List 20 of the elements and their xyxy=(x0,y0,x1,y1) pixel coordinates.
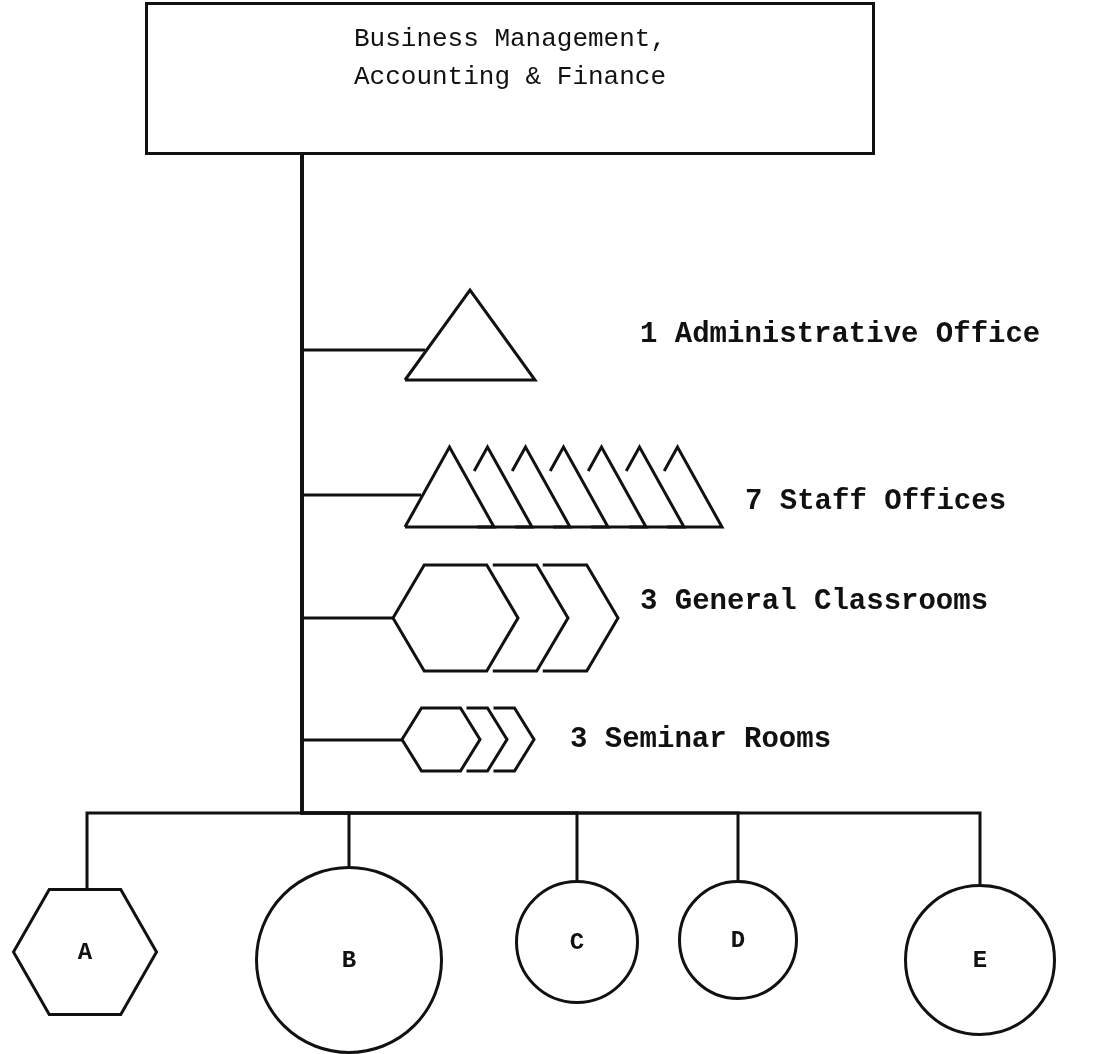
node-label: C xyxy=(569,928,585,956)
circle-node xyxy=(678,880,798,1000)
department-box xyxy=(145,2,875,155)
node-label: E xyxy=(972,946,988,974)
node-label: Business Management, Accounting & Finance xyxy=(352,22,668,94)
hexagon-stack xyxy=(393,565,618,671)
hexagon-node xyxy=(12,888,158,1016)
triangle-symbol xyxy=(405,290,535,380)
room-count-label: 3 General Classrooms xyxy=(640,585,989,618)
hexagon-stack xyxy=(402,708,534,771)
node-label: A xyxy=(77,938,93,966)
triangle-stack xyxy=(405,447,722,527)
room-count-label: 1 Administrative Office xyxy=(640,318,1041,351)
node-label: D xyxy=(730,926,746,954)
circle-node xyxy=(904,884,1056,1036)
room-count-label: 3 Seminar Rooms xyxy=(570,723,832,756)
circle-node xyxy=(255,866,443,1054)
node-label: B xyxy=(341,946,357,974)
room-count-label: 7 Staff Offices xyxy=(745,485,1007,518)
circle-node xyxy=(515,880,639,1004)
